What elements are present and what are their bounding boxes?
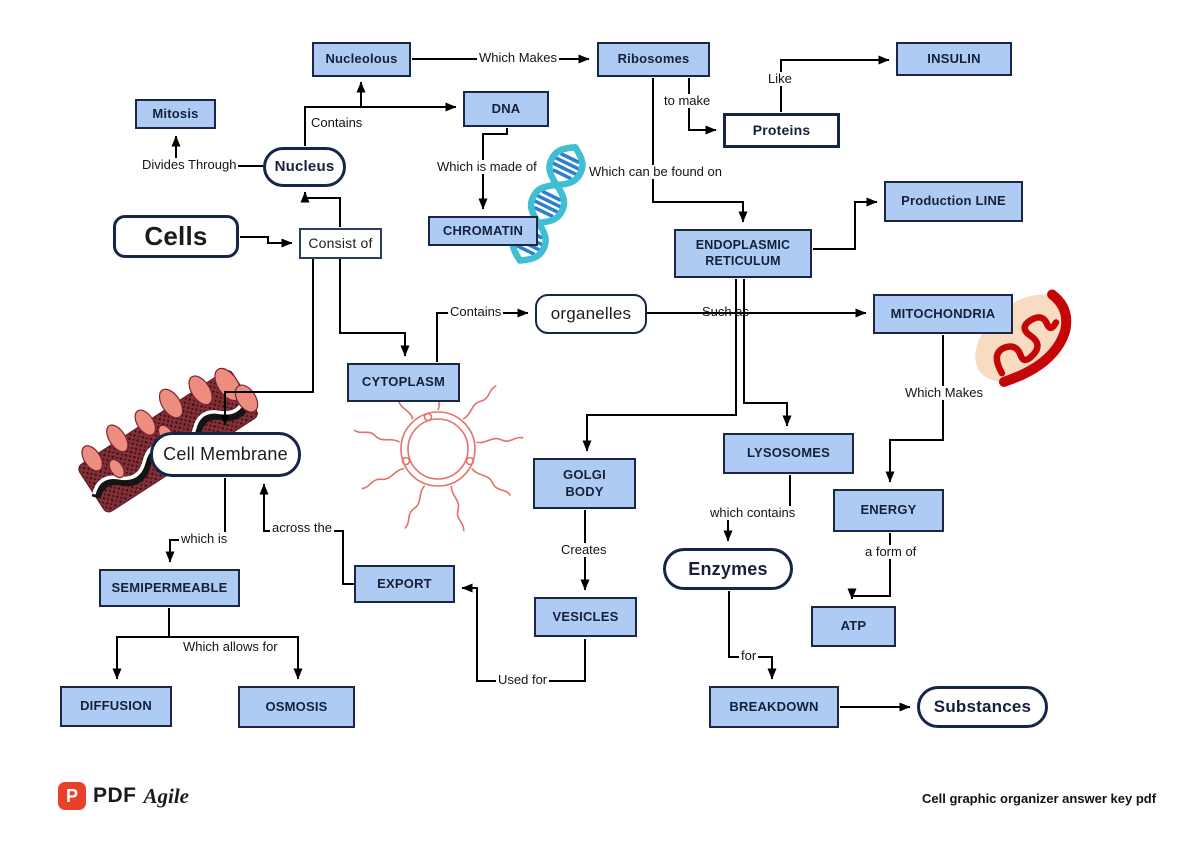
edge-label-such-as: Such as bbox=[702, 304, 749, 319]
edge-er-productionline bbox=[813, 197, 878, 250]
edge-ribosomes-er bbox=[652, 78, 748, 223]
node-lysosomes: LYSOSOMES bbox=[723, 433, 854, 474]
edge-label-contains-organelles: Contains bbox=[448, 304, 504, 320]
edge-er-golgi bbox=[582, 279, 737, 452]
node-dna: DNA bbox=[463, 91, 549, 127]
edge-label-which-is: which is bbox=[179, 531, 230, 547]
node-nucleolous: Nucleolous bbox=[312, 42, 411, 77]
node-mitochondria: MITOCHONDRIA bbox=[873, 294, 1013, 334]
node-endoplasmic-reticulum: ENDOPLASMIC RETICULUM bbox=[674, 229, 812, 278]
node-substances: Substances bbox=[917, 686, 1048, 728]
node-organelles: organelles bbox=[535, 294, 647, 334]
edge-label-which-makes-energy: Which Makes bbox=[903, 385, 986, 401]
edge-nucleus-dna bbox=[304, 102, 457, 146]
node-insulin: INSULIN bbox=[896, 42, 1012, 76]
edge-er-lysosomes bbox=[743, 279, 792, 427]
pdfagile-logo-agile-text: Agile bbox=[143, 783, 190, 808]
edge-label-like: Like bbox=[766, 71, 794, 87]
node-chromatin: CHROMATIN bbox=[428, 216, 538, 246]
edge-label-which-makes: Which Makes bbox=[477, 50, 560, 66]
node-osmosis: OSMOSIS bbox=[238, 686, 355, 728]
edge-label-which-allows-for: Which allows for bbox=[181, 639, 280, 655]
node-ribosomes: Ribosomes bbox=[597, 42, 710, 77]
edge-semipermeable-diffusion bbox=[112, 608, 170, 680]
edge-export-cellmembrane bbox=[259, 483, 354, 585]
node-cells: Cells bbox=[113, 215, 239, 258]
pdfagile-logo-pdf-text: PDF bbox=[93, 784, 137, 807]
node-energy: ENERGY bbox=[833, 489, 944, 532]
edge-label-creates: Creates bbox=[559, 542, 609, 558]
node-cell-membrane: Cell Membrane bbox=[150, 432, 301, 477]
pdfagile-logo: P PDF Agile bbox=[58, 782, 189, 810]
edge-enzymes-breakdown bbox=[728, 591, 777, 680]
pdfagile-logo-icon: P bbox=[58, 782, 86, 810]
edge-label-which-contains: which contains bbox=[708, 505, 798, 521]
edge-vesicles-export bbox=[461, 583, 586, 682]
edge-cytoplasm-organelles bbox=[436, 308, 529, 362]
edge-label-across-the: across the bbox=[270, 520, 334, 536]
node-cytoplasm: CYTOPLASM bbox=[347, 363, 460, 402]
edge-consistof-cellmembrane bbox=[220, 259, 314, 426]
node-diffusion: DIFFUSION bbox=[60, 686, 172, 727]
edge-label-a-form-of: a form of bbox=[863, 544, 919, 560]
node-golgi-body: GOLGI BODY bbox=[533, 458, 636, 509]
edge-consistof-nucleus bbox=[300, 191, 341, 227]
edge-cells-consistof bbox=[240, 236, 293, 248]
edge-label-to-make: to make bbox=[662, 93, 713, 109]
footer-caption: Cell graphic organizer answer key pdf bbox=[922, 791, 1157, 806]
edge-energy-atp bbox=[847, 533, 891, 600]
edge-label-which-can-be-found-on: Which can be found on bbox=[587, 164, 724, 180]
node-export: EXPORT bbox=[354, 565, 455, 603]
edge-semipermeable-osmosis bbox=[169, 636, 303, 680]
edge-proteins-insulin bbox=[780, 55, 890, 112]
node-consist-of: Consist of bbox=[299, 228, 382, 259]
node-atp: ATP bbox=[811, 606, 896, 647]
node-proteins: Proteins bbox=[723, 113, 840, 148]
node-semipermeable: SEMIPERMEABLE bbox=[99, 569, 240, 607]
node-vesicles: VESICLES bbox=[534, 597, 637, 637]
edge-label-which-is-made-of: Which is made of bbox=[435, 159, 539, 175]
node-production-line: Production LINE bbox=[884, 181, 1023, 222]
node-enzymes: Enzymes bbox=[663, 548, 793, 590]
edge-cellmembrane-semipermeable bbox=[165, 478, 226, 563]
edge-label-for: for bbox=[739, 648, 759, 664]
edge-consistof-cytoplasm bbox=[339, 259, 410, 357]
edge-label-contains-nucleolous: Contains bbox=[309, 115, 365, 131]
edge-mitochondria-energy bbox=[885, 335, 944, 483]
edge-label-divides-through: Divides Through bbox=[140, 157, 239, 173]
node-mitosis: Mitosis bbox=[135, 99, 216, 129]
node-nucleus: Nucleus bbox=[263, 147, 346, 187]
node-breakdown: BREAKDOWN bbox=[709, 686, 839, 728]
edge-label-used-for: Used for bbox=[496, 672, 550, 688]
